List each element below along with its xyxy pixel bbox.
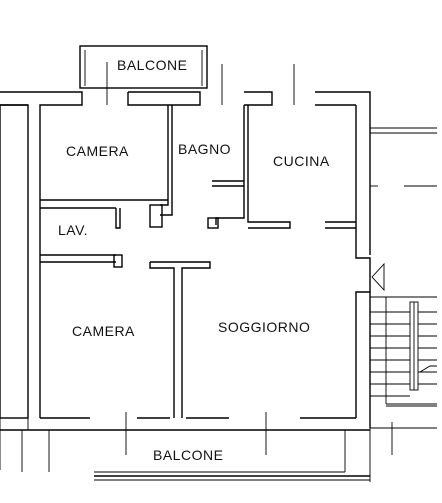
label-cucina: CUCINA bbox=[273, 153, 330, 169]
window-markers bbox=[106, 62, 393, 455]
bottom-balcony bbox=[0, 427, 437, 482]
label-lav: LAV. bbox=[58, 222, 88, 238]
interior-walls bbox=[40, 105, 356, 418]
label-camera-top: CAMERA bbox=[66, 143, 129, 159]
label-balcone-top: BALCONE bbox=[117, 57, 187, 73]
top-balcony bbox=[79, 45, 208, 89]
label-bagno: BAGNO bbox=[178, 141, 231, 157]
label-camera-bottom: CAMERA bbox=[72, 323, 135, 339]
label-soggiorno: SOGGIORNO bbox=[218, 319, 310, 335]
stairwell bbox=[370, 127, 437, 407]
label-balcone-bottom: BALCONE bbox=[153, 447, 223, 463]
room-labels: BALCONE CAMERA BAGNO CUCINA LAV. CAMERA … bbox=[58, 57, 330, 463]
